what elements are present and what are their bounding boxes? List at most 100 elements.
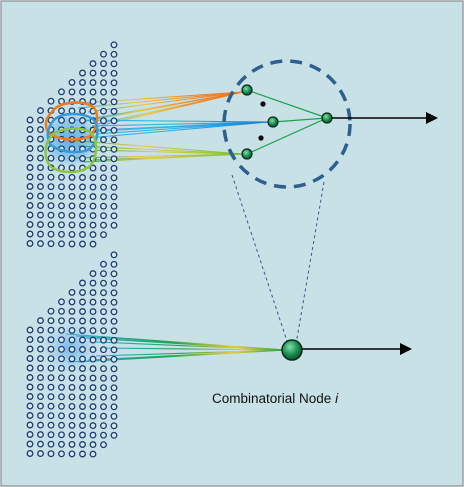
input-dot xyxy=(110,365,118,373)
fan-line-combinatorial xyxy=(95,349,286,357)
input-dot xyxy=(68,412,76,420)
input-dot xyxy=(110,60,118,68)
input-dot xyxy=(89,431,97,439)
subunit-node-top xyxy=(241,84,253,96)
input-dot xyxy=(89,202,97,210)
input-dot xyxy=(100,346,107,354)
input-dot xyxy=(47,221,55,229)
input-dot xyxy=(100,117,107,125)
input-dot xyxy=(89,231,97,239)
input-dot xyxy=(100,69,107,77)
input-dot xyxy=(110,164,118,172)
input-dot xyxy=(68,431,76,439)
input-dot xyxy=(47,450,55,458)
input-dot xyxy=(79,231,86,238)
input-dot xyxy=(110,374,118,382)
input-dot xyxy=(47,202,55,210)
input-dot xyxy=(100,88,107,96)
input-dot xyxy=(68,450,76,458)
input-dot xyxy=(26,383,34,391)
input-dot xyxy=(26,183,34,190)
input-dot xyxy=(89,450,97,458)
input-dot xyxy=(100,289,107,297)
input-dot xyxy=(79,212,86,219)
input-dot xyxy=(110,384,118,392)
input-dot xyxy=(68,317,76,325)
input-dot xyxy=(89,270,97,278)
input-dot xyxy=(37,211,44,219)
input-dot xyxy=(89,298,97,306)
input-dot xyxy=(79,79,86,86)
input-dot xyxy=(68,202,76,210)
input-dot xyxy=(58,393,65,401)
input-dot xyxy=(58,116,65,124)
input-dot xyxy=(79,403,86,410)
input-dot xyxy=(37,240,44,248)
input-dot xyxy=(68,164,76,172)
inner-link-1 xyxy=(246,89,328,119)
input-dot xyxy=(79,374,86,382)
lower-connection-fans xyxy=(65,333,286,363)
input-dot xyxy=(100,403,107,411)
input-dot xyxy=(26,450,34,457)
input-dot xyxy=(110,260,118,268)
input-dot xyxy=(26,431,34,438)
input-dot xyxy=(68,116,76,124)
fan-line-orange xyxy=(79,91,244,123)
input-dot xyxy=(100,422,107,430)
input-dot xyxy=(100,202,107,210)
input-dot xyxy=(26,192,34,200)
input-dot xyxy=(37,192,44,200)
input-dot xyxy=(47,183,55,191)
fan-line-combinatorial xyxy=(85,337,286,351)
input-dot xyxy=(110,289,118,297)
upper-output-arrow-head xyxy=(426,112,438,124)
input-dot xyxy=(110,308,118,316)
input-dot xyxy=(26,393,34,400)
input-dot xyxy=(47,431,55,439)
input-dot xyxy=(110,355,118,363)
input-dot xyxy=(79,336,86,344)
input-dot xyxy=(100,270,107,278)
input-dot xyxy=(26,126,34,133)
input-dot xyxy=(37,145,44,153)
input-dot xyxy=(110,298,118,306)
input-dot xyxy=(100,279,107,287)
input-dot xyxy=(58,107,65,115)
input-dot xyxy=(110,221,118,229)
input-dot xyxy=(79,202,86,210)
input-dot xyxy=(37,326,44,334)
input-dot xyxy=(58,383,65,391)
subunit-node-middle xyxy=(267,116,279,128)
input-dot xyxy=(89,374,97,382)
input-dot xyxy=(37,317,44,325)
orange-receptive-field-outline xyxy=(44,101,99,141)
input-dot xyxy=(110,412,118,420)
input-dot xyxy=(100,393,107,401)
input-dot xyxy=(89,403,97,411)
input-dot xyxy=(37,173,44,181)
input-dot xyxy=(100,145,107,153)
input-dot xyxy=(47,374,55,382)
input-dot xyxy=(58,345,65,353)
fan-line-blue xyxy=(87,121,269,139)
input-dot xyxy=(89,441,97,449)
input-dot xyxy=(47,345,55,353)
input-dot xyxy=(89,183,97,191)
input-dot xyxy=(47,307,55,315)
input-dot xyxy=(58,240,65,248)
input-dot xyxy=(68,240,76,248)
input-dot xyxy=(68,173,76,181)
input-dot xyxy=(89,393,97,401)
input-dot xyxy=(37,230,44,238)
input-dot xyxy=(100,441,107,449)
input-dot xyxy=(79,308,86,315)
input-dot xyxy=(26,355,34,362)
input-dot xyxy=(89,317,97,325)
input-dot xyxy=(47,317,55,325)
input-dot xyxy=(110,126,118,134)
input-dot xyxy=(100,212,107,220)
input-dot xyxy=(37,202,44,210)
input-dot xyxy=(26,374,34,381)
input-dot xyxy=(26,336,34,343)
